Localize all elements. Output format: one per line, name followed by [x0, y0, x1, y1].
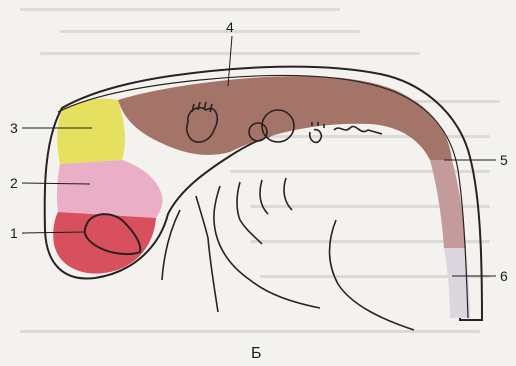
- nerve-3: [237, 182, 262, 244]
- wavy-nerve-line: [334, 126, 382, 134]
- label-3: 3: [10, 120, 18, 136]
- nerve-2: [214, 186, 320, 308]
- region-1-forebrain: [53, 212, 156, 274]
- leader-line-4: [228, 36, 232, 86]
- label-6: 6: [500, 268, 508, 284]
- region-4-hindbrain: [118, 76, 452, 160]
- nerve-4: [260, 180, 268, 214]
- region-5-spinal-cord: [430, 160, 466, 248]
- region-2-diencephalon: [57, 160, 163, 218]
- label-1: 1: [10, 225, 18, 241]
- nerve-6: [162, 210, 180, 280]
- label-2: 2: [10, 175, 18, 191]
- cranial-nerves: [162, 178, 414, 330]
- label-5: 5: [500, 152, 508, 168]
- label-4: 4: [226, 19, 234, 35]
- figure-caption: Б: [251, 345, 262, 362]
